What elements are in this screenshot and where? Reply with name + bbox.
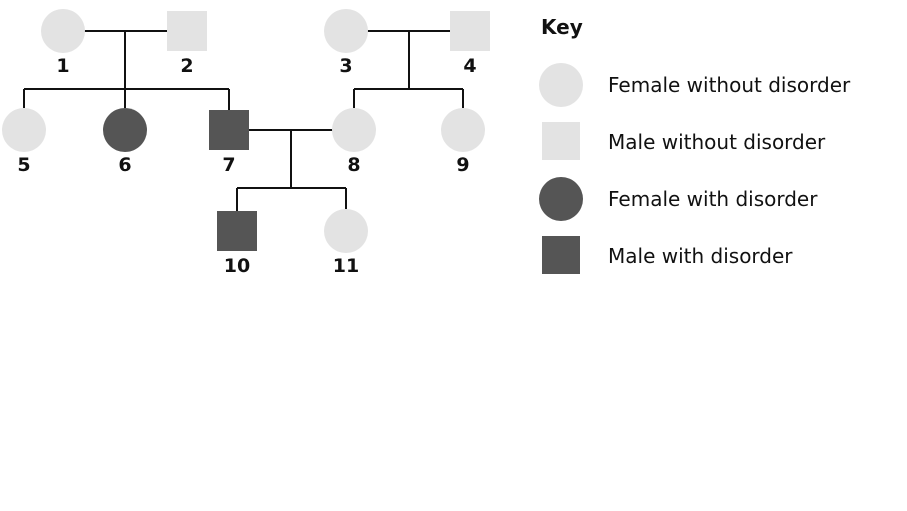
key-title: Key	[541, 15, 583, 39]
individual-number-11: 11	[333, 255, 359, 277]
female-unaffected-individual-8	[332, 108, 376, 152]
individual-number-7: 7	[222, 154, 235, 176]
individual-number-4: 4	[463, 55, 476, 77]
key-label: Male with disorder	[608, 244, 793, 268]
female-unaffected-individual-5	[2, 108, 46, 152]
individual-number-8: 8	[347, 154, 360, 176]
female-unaffected-individual-9	[441, 108, 485, 152]
key-label: Female with disorder	[608, 187, 818, 211]
individual-number-1: 1	[56, 55, 69, 77]
individual-number-2: 2	[180, 55, 193, 77]
female-affected-individual-6	[103, 108, 147, 152]
male-affected-individual-10	[217, 211, 257, 251]
male-affected-individual-7	[209, 110, 249, 150]
key-unaffected-circle-icon	[539, 63, 583, 107]
individual-number-5: 5	[17, 154, 30, 176]
female-unaffected-individual-11	[324, 209, 368, 253]
male-unaffected-individual-4	[450, 11, 490, 51]
female-unaffected-individual-1	[41, 9, 85, 53]
male-unaffected-individual-2	[167, 11, 207, 51]
individual-number-10: 10	[224, 255, 250, 277]
pedigree-individuals: 1 2 3 4 5 6 7 8 9 10 11	[2, 9, 490, 277]
key-affected-square-icon	[542, 236, 580, 274]
individual-number-6: 6	[118, 154, 131, 176]
individual-number-3: 3	[339, 55, 352, 77]
key-affected-circle-icon	[539, 177, 583, 221]
female-unaffected-individual-3	[324, 9, 368, 53]
key-unaffected-square-icon	[542, 122, 580, 160]
key-label: Female without disorder	[608, 73, 851, 97]
individual-number-9: 9	[456, 154, 469, 176]
key-label: Male without disorder	[608, 130, 826, 154]
